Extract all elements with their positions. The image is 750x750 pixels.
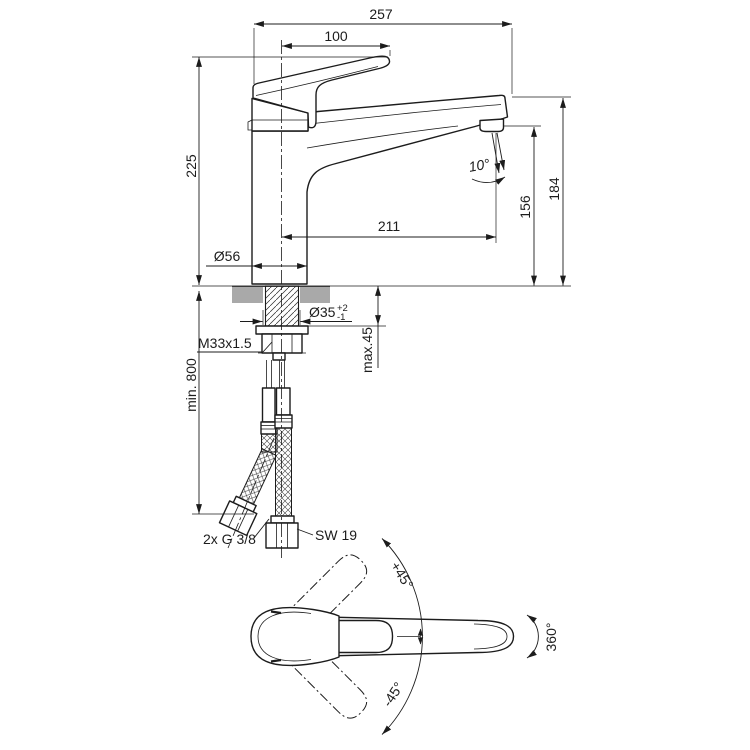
side-view: [192, 40, 571, 558]
dimension-annotations: 257 100 225 min. 800 Ø56 Ø35 +2 -1 M33x1…: [183, 6, 571, 547]
flex-hose-right: [265, 427, 299, 549]
dim-dia56-label: Ø56: [214, 248, 241, 264]
countertop: [192, 285, 571, 303]
dim-184-label: 184: [546, 177, 562, 201]
water-stream: [471, 132, 506, 243]
body-plan: [250, 606, 340, 667]
note-connections-label: 2x G 3/8: [203, 531, 256, 547]
crimp-right: [274, 414, 293, 429]
body-spout-outline: [251, 94, 509, 285]
swivel-arc: [381, 538, 423, 735]
hose-axis-centerline: [227, 437, 275, 549]
mounting-nut: [261, 333, 303, 354]
dim-angle10-label: 10°: [467, 155, 491, 175]
threaded-shank: [264, 285, 300, 327]
lever-handle: [252, 55, 391, 129]
dim-257-label: 257: [369, 6, 393, 22]
dim-dia35-tol-minus: -1: [337, 312, 345, 323]
top-view: +45° -45° 360°: [250, 538, 559, 735]
hose-sleeve-left: [261, 387, 276, 423]
handle-position-minus45: [284, 635, 368, 719]
countertop-left-slab: [232, 287, 263, 303]
supply-pipes: [266, 360, 285, 388]
dim-225-label: 225: [183, 154, 199, 178]
hose-nut-sw19: [265, 522, 299, 549]
dim-156-label: 156: [517, 195, 533, 219]
flange: [255, 325, 309, 335]
note-thread-label: M33x1.5: [198, 335, 252, 351]
faucet-body: [247, 55, 509, 285]
note-wrench-label: SW 19: [315, 527, 357, 543]
dim-211-label: 211: [378, 218, 401, 234]
label-360: 360°: [543, 623, 559, 652]
rotation-arc: [526, 614, 539, 659]
pivot-marker: [397, 628, 424, 645]
hose-sleeve-right: [275, 387, 291, 416]
mounting-hardware: [218, 285, 309, 549]
aerator: [479, 118, 505, 133]
handle-position-plus45: [284, 554, 368, 638]
label-minus45: -45°: [379, 679, 406, 709]
dim-100-label: 100: [324, 28, 348, 44]
dim-dia35-label: Ø35: [309, 304, 336, 320]
cartridge-stud: [272, 352, 286, 361]
label-plus45: +45°: [387, 559, 416, 592]
dim-dia35-tol-plus: +2: [337, 303, 348, 314]
dim-min800-label: min. 800: [183, 358, 199, 412]
countertop-right-slab: [300, 287, 330, 303]
dim-max45-label: max.45: [359, 327, 375, 373]
